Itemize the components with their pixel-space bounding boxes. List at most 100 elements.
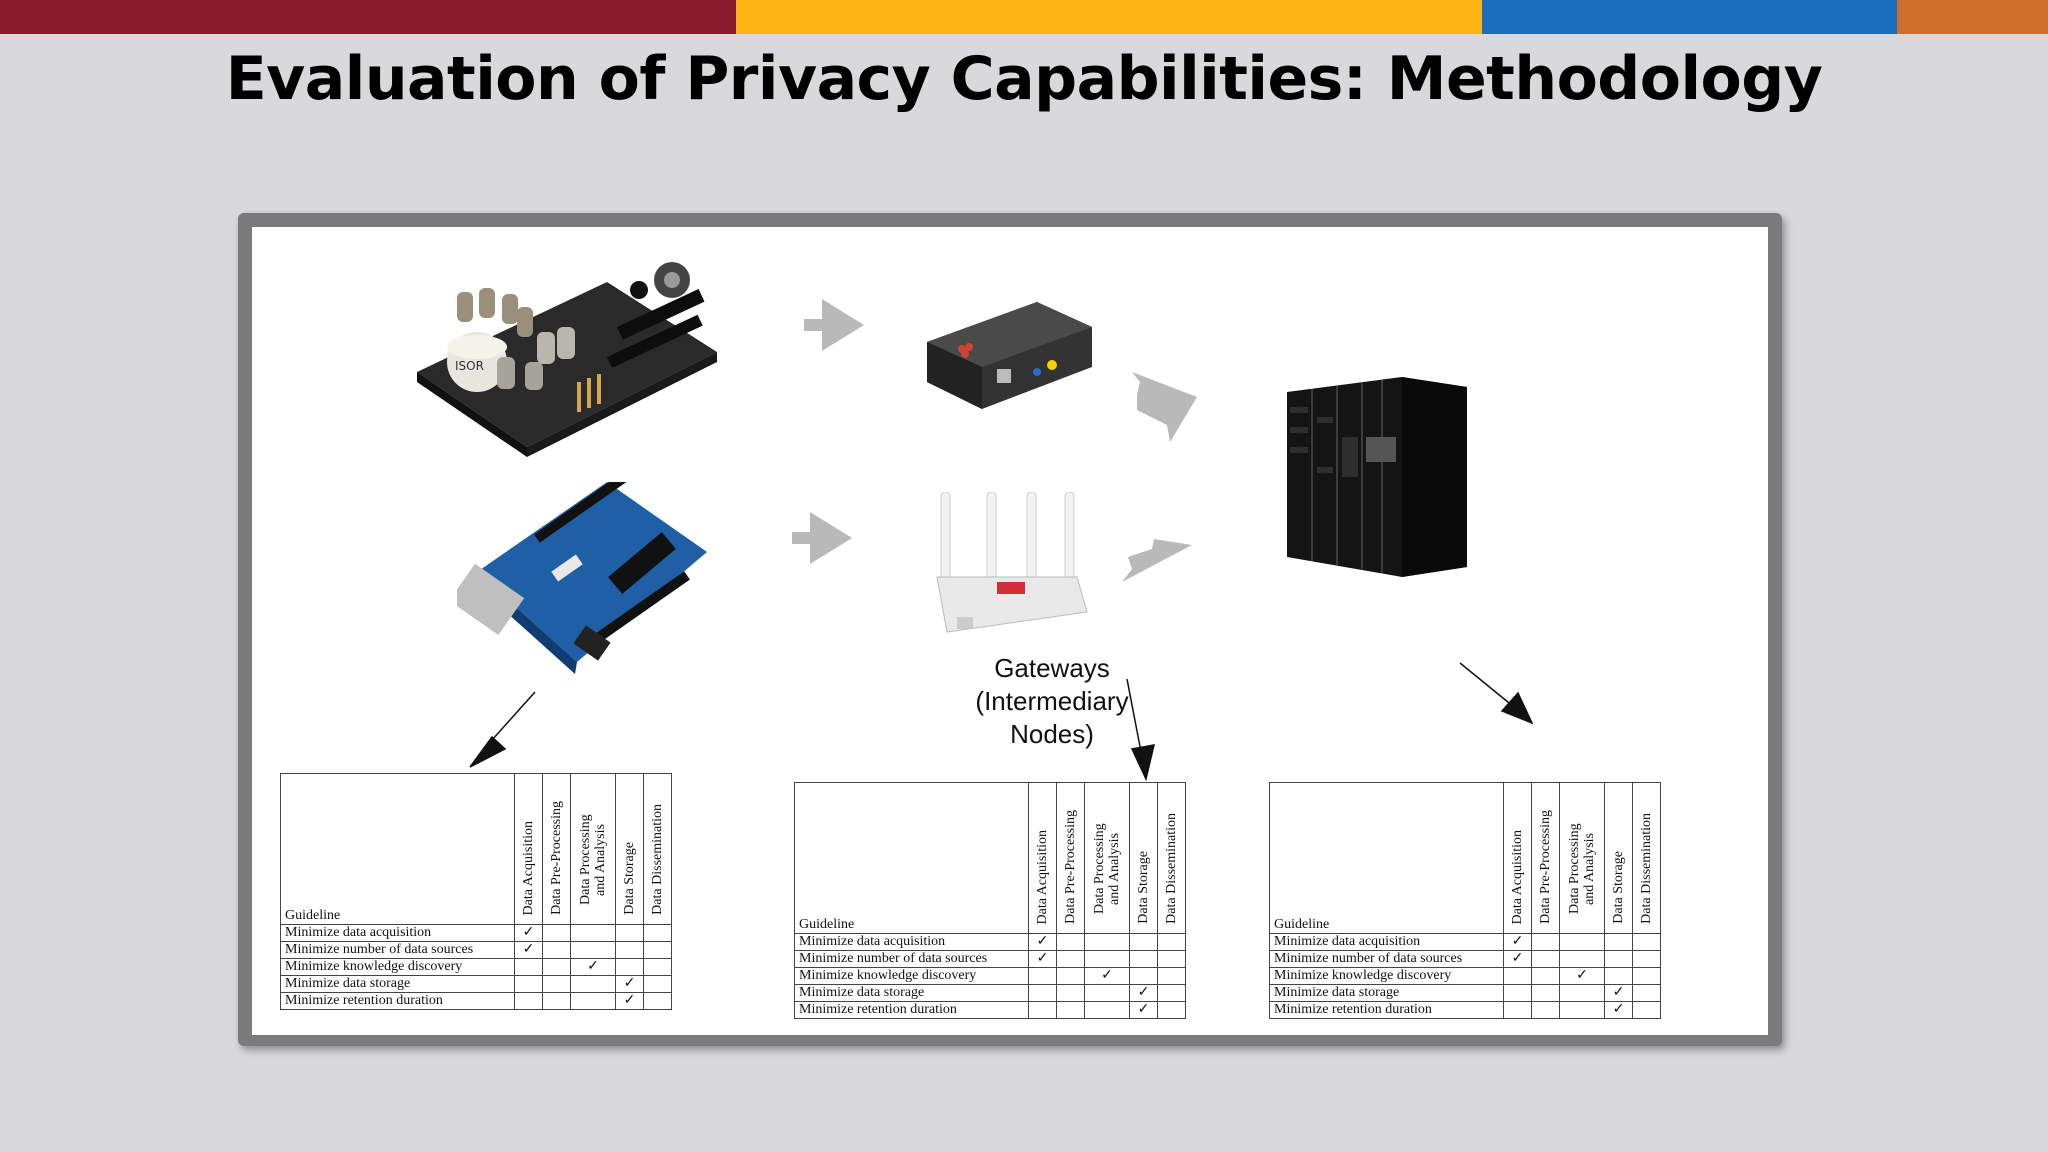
check-cell (570, 975, 616, 993)
check-cell: ✓ (615, 975, 644, 993)
guideline-cell: Minimize data acquisition (1269, 933, 1504, 951)
table-row: Minimize data acquisition✓ (280, 924, 672, 942)
table-row: Minimize data acquisition✓ (1269, 933, 1661, 951)
block-arrows (469, 299, 1534, 782)
column-header: Data Pre-Processing (1056, 782, 1085, 934)
check-cell (1056, 967, 1085, 985)
table-row: Minimize number of data sources✓ (280, 941, 672, 959)
accent-bar-blue (1482, 0, 1897, 34)
check-cell (1604, 933, 1633, 951)
check-cell (1157, 984, 1186, 1002)
table-row: Minimize number of data sources✓ (794, 950, 1186, 968)
arrow-to-table-3 (1459, 662, 1515, 708)
arrow-arduino-to-router (792, 512, 852, 564)
gateways-label-line-1: Gateways (994, 653, 1110, 683)
check-cell: ✓ (1028, 933, 1057, 951)
check-cell (1129, 933, 1158, 951)
guideline-cell: Minimize data storage (1269, 984, 1504, 1002)
check-cell (643, 924, 672, 942)
check-cell (1056, 984, 1085, 1002)
gateways-label-line-2: (Intermediary (975, 686, 1129, 716)
check-cell: ✓ (1028, 950, 1057, 968)
check-cell (1157, 933, 1186, 951)
check-cell (542, 941, 571, 959)
table-row: Minimize data storage ✓ (280, 975, 672, 993)
check-cell (1028, 984, 1057, 1002)
check-cell: ✓ (1503, 950, 1532, 968)
svg-text:ISOR: ISOR (455, 359, 484, 373)
table-row: Minimize knowledge discovery✓ (794, 967, 1186, 985)
check-cell (1604, 967, 1633, 985)
check-cell (1632, 950, 1661, 968)
check-cell (1129, 950, 1158, 968)
check-cell (643, 941, 672, 959)
check-cell (1084, 984, 1130, 1002)
check-cell (1084, 950, 1130, 968)
check-cell (1084, 933, 1130, 951)
column-header: Data Storage (1604, 782, 1633, 934)
figure-canvas: ISOR (252, 227, 1768, 1035)
guideline-header: Guideline (794, 782, 1029, 934)
check-cell (542, 924, 571, 942)
column-header: Data Acquisition (514, 773, 543, 925)
check-cell (570, 941, 616, 959)
column-header: Data Pre-Processing (542, 773, 571, 925)
gateways-label-line-3: Nodes) (1010, 719, 1094, 749)
table-header-row: Guideline Data Acquisition Data Pre-Proc… (280, 773, 672, 925)
check-cell (514, 958, 543, 976)
guideline-header: Guideline (280, 773, 515, 925)
check-cell (1559, 950, 1605, 968)
guideline-cell: Minimize knowledge discovery (280, 958, 515, 976)
guideline-cell: Minimize data storage (280, 975, 515, 993)
column-header: Data Processing and Analysis (1084, 782, 1130, 934)
guideline-cell: Minimize data acquisition (794, 933, 1029, 951)
column-header: Data Dissemination (643, 773, 672, 925)
slide-title: Evaluation of Privacy Capabilities: Meth… (225, 44, 1823, 114)
column-header: Data Dissemination (1157, 782, 1186, 934)
check-cell (514, 992, 543, 1010)
check-cell (1157, 967, 1186, 985)
table-row: Minimize knowledge discovery✓ (1269, 967, 1661, 985)
column-header: Data Storage (615, 773, 644, 925)
guideline-table-1: Guideline Data Acquisition Data Pre-Proc… (280, 773, 672, 1010)
check-cell (1632, 984, 1661, 1002)
table-row: Minimize data storage✓ (794, 984, 1186, 1002)
arrow-sensor-to-pi (804, 299, 864, 351)
check-cell (1056, 1001, 1085, 1019)
server-rack-image (1287, 377, 1467, 577)
check-cell (1056, 950, 1085, 968)
arduino-board-image (457, 482, 707, 674)
check-cell (1559, 933, 1605, 951)
check-cell: ✓ (1559, 967, 1605, 985)
check-cell (643, 992, 672, 1010)
figure-frame: ISOR (238, 213, 1782, 1046)
check-cell (1157, 1001, 1186, 1019)
check-cell (1604, 950, 1633, 968)
arrow-to-table-2 (1126, 678, 1143, 758)
check-cell (1632, 967, 1661, 985)
accent-bar-orange (1897, 0, 2048, 34)
check-cell: ✓ (615, 992, 644, 1010)
check-cell (1632, 933, 1661, 951)
check-cell (1559, 1001, 1605, 1019)
column-header: Data Processing and Analysis (1559, 782, 1605, 934)
sensor-board-image: ISOR (417, 262, 717, 457)
column-header: Data Dissemination (1632, 782, 1661, 934)
wifi-router-gateway-image (936, 492, 1088, 633)
check-cell (514, 975, 543, 993)
check-cell (1531, 967, 1560, 985)
guideline-cell: Minimize retention duration (1269, 1001, 1504, 1019)
check-cell (542, 992, 571, 1010)
table-row: Minimize retention duration✓ (794, 1001, 1186, 1019)
accent-bar-red (0, 0, 736, 34)
check-cell (1028, 1001, 1057, 1019)
check-cell (1028, 967, 1057, 985)
table-row: Minimize retention duration✓ (1269, 1001, 1661, 1019)
check-cell (1157, 950, 1186, 968)
arrow-pi-to-server (1132, 372, 1197, 442)
check-cell (570, 924, 616, 942)
arrow-router-to-server (1122, 539, 1192, 582)
guideline-cell: Minimize knowledge discovery (794, 967, 1029, 985)
check-cell (643, 958, 672, 976)
check-cell (1129, 967, 1158, 985)
